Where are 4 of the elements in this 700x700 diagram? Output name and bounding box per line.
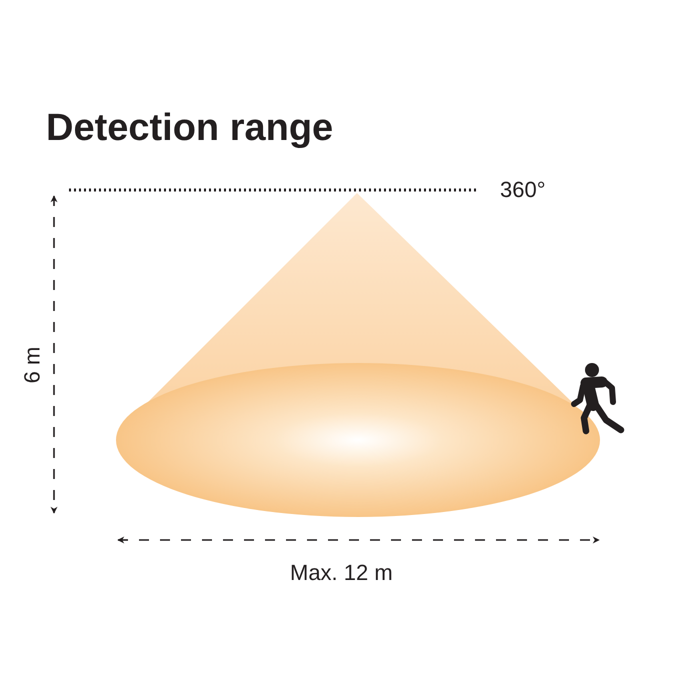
angle-label: 360°: [500, 179, 546, 201]
height-label: 6 m: [21, 346, 44, 384]
width-label: Max. 12 m: [290, 562, 393, 584]
title: Detection range: [46, 109, 334, 147]
